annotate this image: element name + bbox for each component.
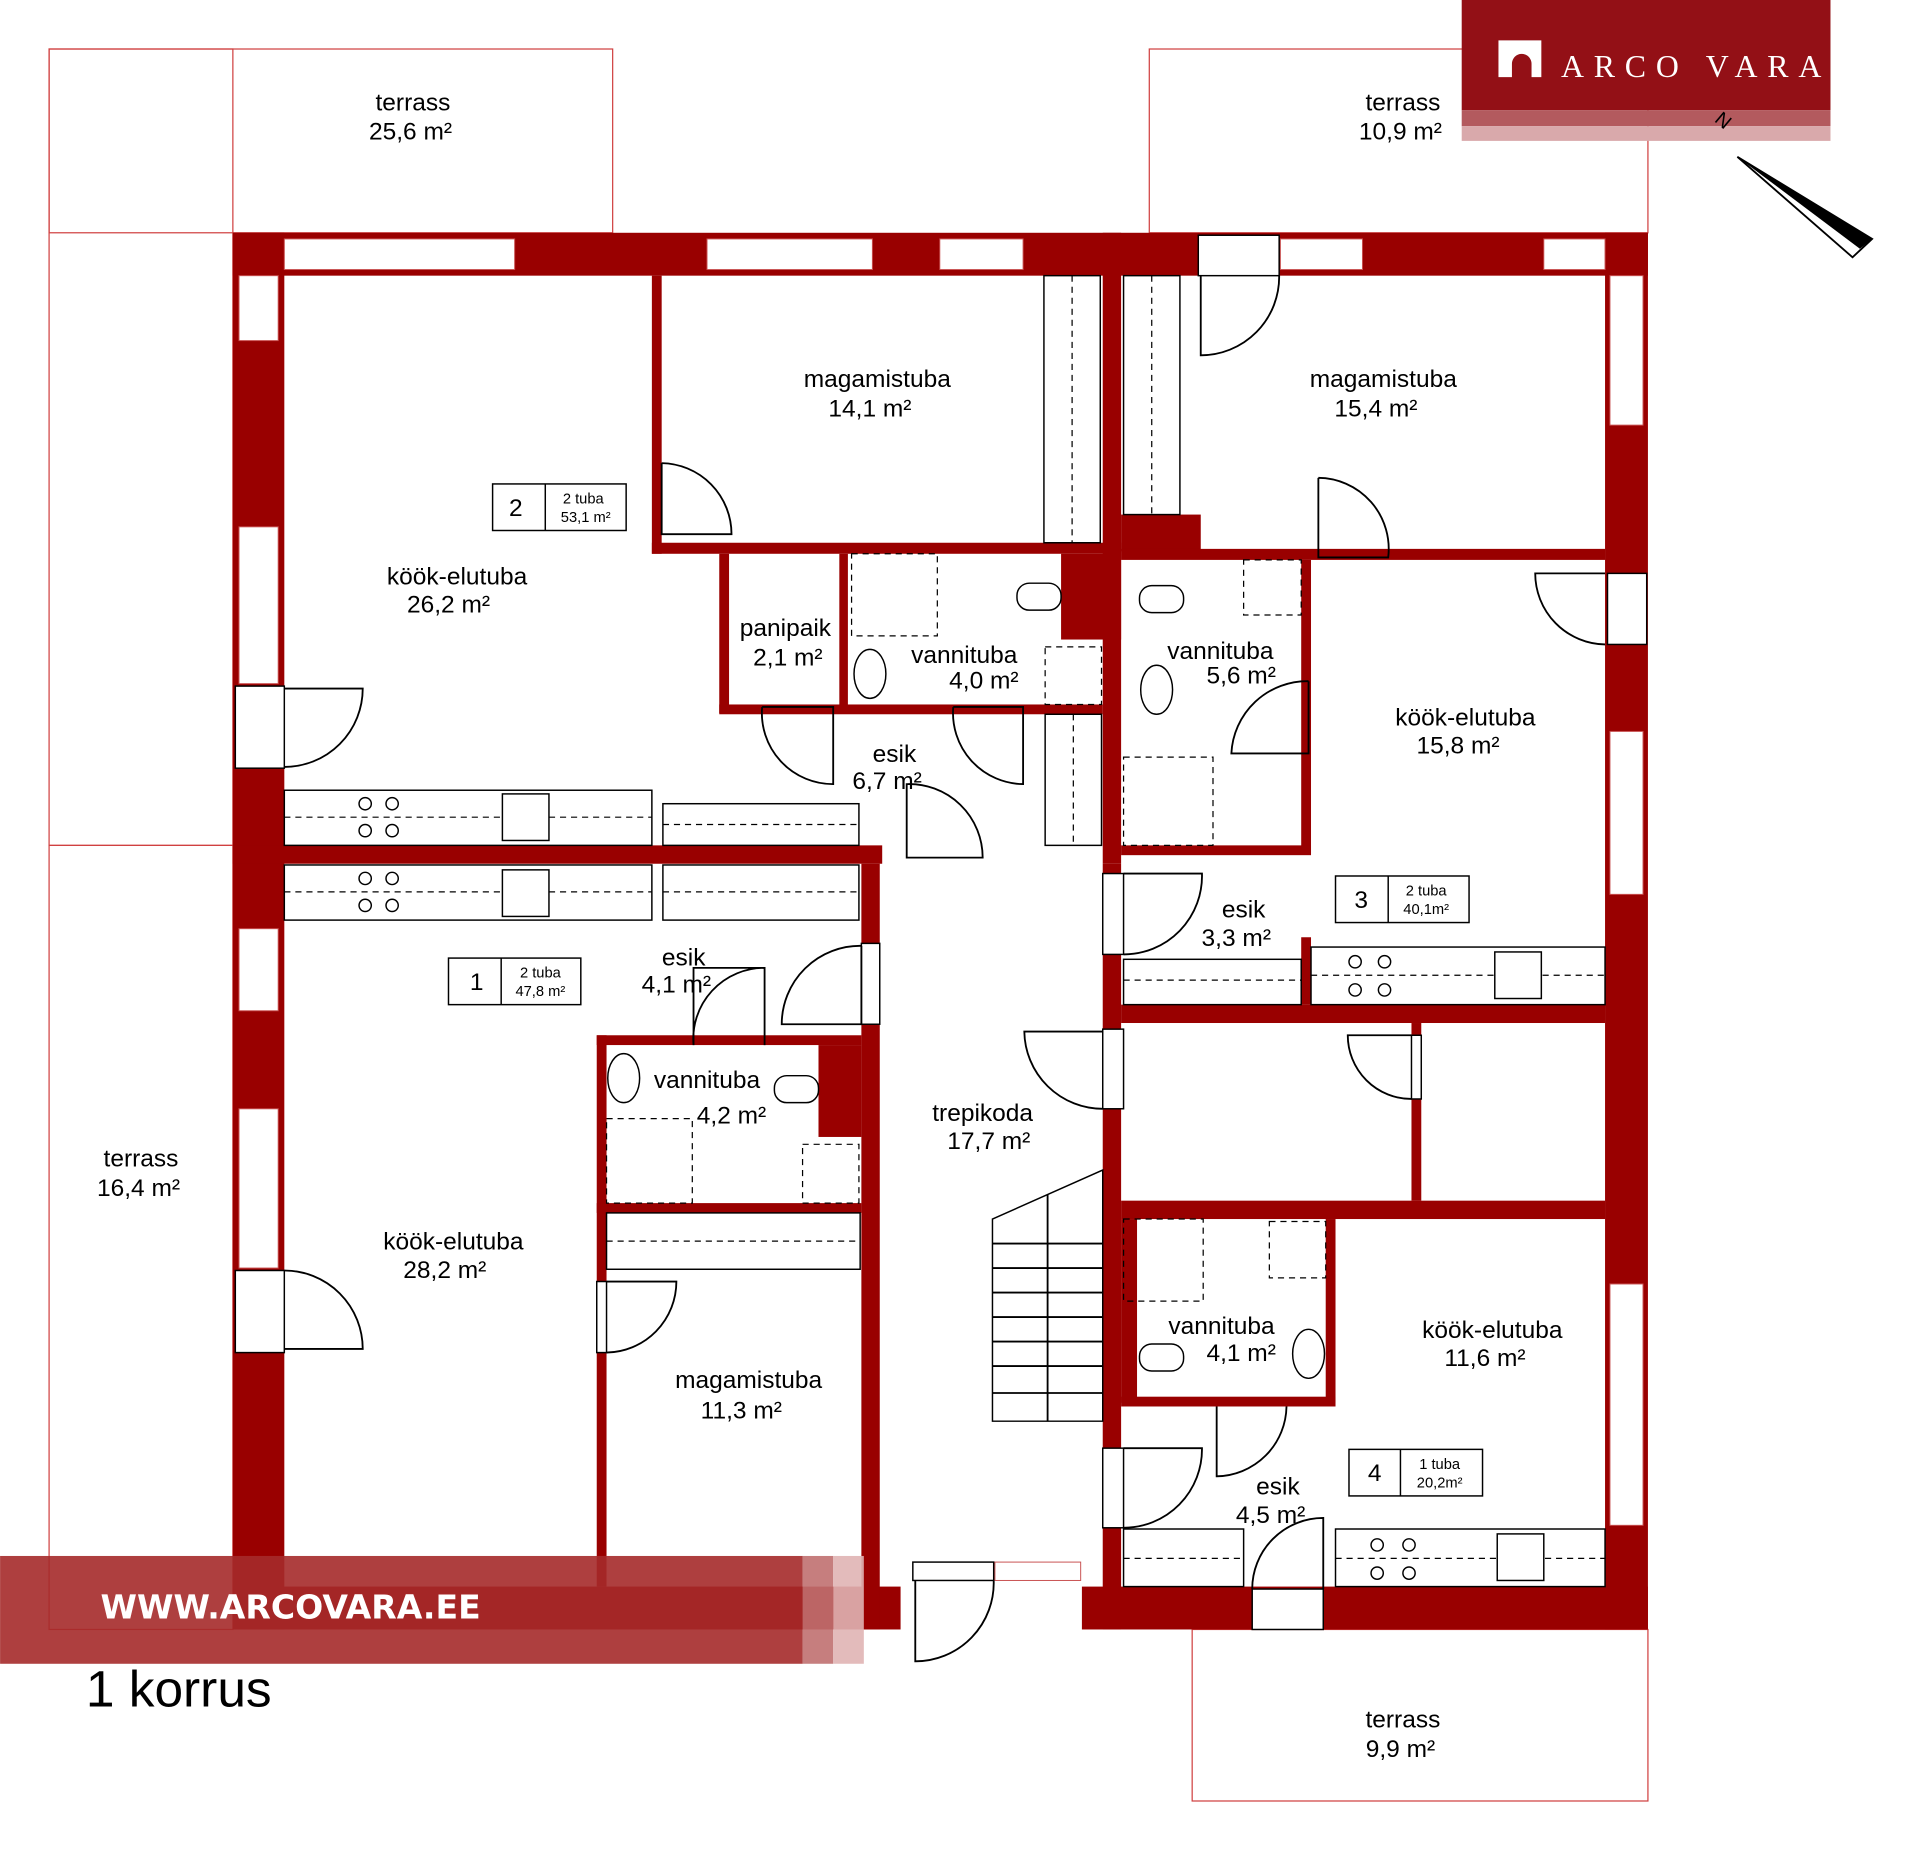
room-name: magamistuba: [1310, 366, 1457, 393]
room-name: vannituba: [654, 1067, 761, 1094]
unit-badge: 4 1 tuba 20,2m²: [1348, 1448, 1484, 1497]
doors: [234, 234, 1648, 1663]
website-banner: WWW.ARCOVARA.EE: [0, 1555, 864, 1664]
room-area: 4,5 m²: [1236, 1502, 1305, 1529]
room-name: terrass: [376, 89, 451, 116]
room-area: 4,2 m²: [697, 1102, 766, 1129]
room-area: 11,6 m²: [1444, 1345, 1525, 1372]
room-name: magamistuba: [675, 1367, 822, 1394]
room-name: köök-elutuba: [387, 563, 528, 590]
room-area: 25,6 m²: [369, 119, 452, 146]
room-area: 16,4 m²: [97, 1175, 180, 1202]
room-area: 6,7 m²: [852, 768, 921, 795]
room-name: vannituba: [1167, 638, 1274, 665]
room-area: 3,3 m²: [1202, 925, 1271, 952]
svg-text:1 tuba: 1 tuba: [1419, 1457, 1461, 1473]
walls: [232, 232, 1648, 1630]
room-area: 4,0 m²: [949, 668, 1018, 695]
room-area: 5,6 m²: [1206, 663, 1275, 690]
svg-text:53,1 m²: 53,1 m²: [561, 510, 611, 526]
room-area: 10,9 m²: [1359, 119, 1442, 146]
room-area: 17,7 m²: [947, 1128, 1030, 1155]
room-area: 11,3 m²: [701, 1398, 782, 1425]
room-name: vannituba: [911, 642, 1018, 669]
room-area: 4,1 m²: [1206, 1340, 1275, 1367]
room-name: panipaik: [740, 615, 832, 642]
svg-text:40,1m²: 40,1m²: [1403, 902, 1449, 918]
svg-text:47,8 m²: 47,8 m²: [515, 984, 565, 1000]
svg-text:2: 2: [509, 495, 523, 522]
svg-text:4: 4: [1368, 1460, 1382, 1487]
room-area: 15,8 m²: [1416, 732, 1499, 759]
room-area: 4,1 m²: [642, 971, 711, 998]
brand-logo: ARCO VARA: [1461, 0, 1831, 141]
stairs: [991, 1168, 1104, 1422]
fixtures: [283, 274, 1606, 1588]
unit-badge: 1 2 tuba 47,8 m²: [447, 957, 582, 1006]
room-name: trepikoda: [932, 1100, 1033, 1127]
brand-name: ARCO VARA: [1561, 49, 1831, 84]
svg-text:20,2m²: 20,2m²: [1417, 1475, 1463, 1491]
room-name: terrass: [104, 1145, 179, 1172]
room-name: esik: [662, 944, 706, 971]
svg-text:1: 1: [470, 969, 484, 996]
room-name: vannituba: [1168, 1313, 1275, 1340]
floor-label: 1 korrus: [86, 1660, 272, 1718]
svg-text:2 tuba: 2 tuba: [1406, 884, 1448, 900]
room-name: esik: [873, 741, 917, 768]
room-name: terrass: [1365, 1706, 1440, 1733]
room-name: köök-elutuba: [1422, 1317, 1563, 1344]
room-name: esik: [1222, 897, 1266, 924]
windows: [238, 238, 1644, 1581]
room-area: 26,2 m²: [407, 592, 490, 619]
room-area: 15,4 m²: [1334, 396, 1417, 423]
unit-badge: 2 2 tuba 53,1 m²: [491, 483, 627, 532]
room-area: 2,1 m²: [753, 644, 822, 671]
unit-badge: 3 2 tuba 40,1m²: [1334, 875, 1470, 924]
room-name: magamistuba: [804, 366, 951, 393]
room-name: esik: [1256, 1474, 1300, 1501]
svg-text:2 tuba: 2 tuba: [563, 492, 605, 508]
arch-logo-icon: [1498, 40, 1542, 78]
svg-text:2 tuba: 2 tuba: [520, 966, 562, 982]
svg-text:3: 3: [1354, 887, 1368, 914]
room-area: 9,9 m²: [1366, 1736, 1435, 1763]
room-area: 28,2 m²: [403, 1257, 486, 1284]
room-name: köök-elutuba: [383, 1229, 524, 1256]
website-link: WWW.ARCOVARA.EE: [101, 1587, 481, 1626]
room-area: 14,1 m²: [828, 396, 911, 423]
room-name: terrass: [1365, 89, 1440, 116]
room-name: köök-elutuba: [1395, 704, 1536, 731]
